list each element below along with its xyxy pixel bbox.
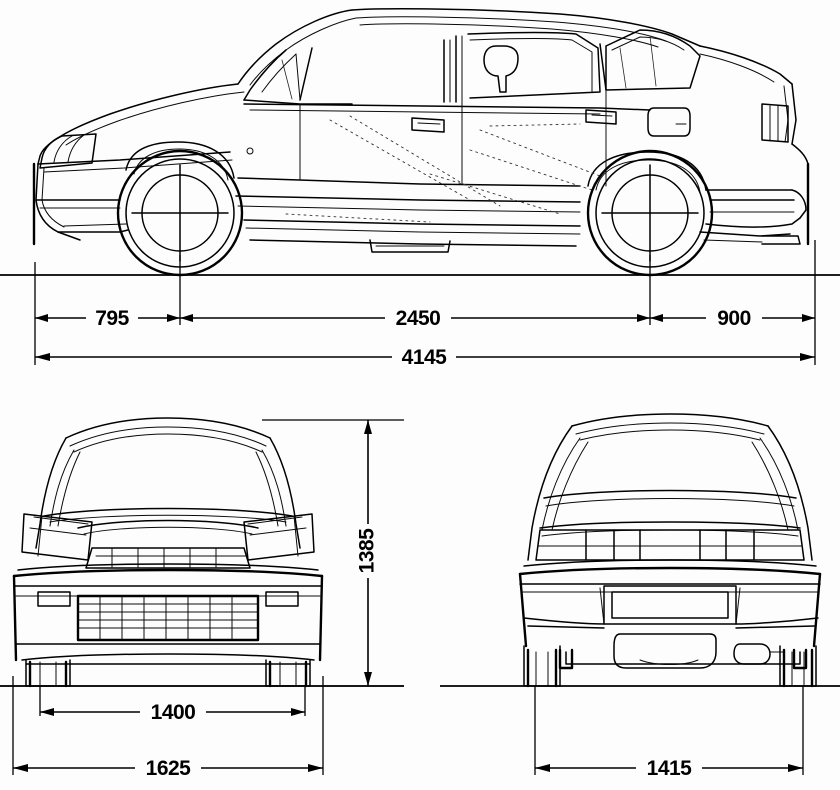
dimension-rear-overhang: 900	[717, 307, 751, 330]
rear-elevation-view	[518, 413, 822, 688]
dimension-rear-track: 1415	[647, 757, 693, 780]
lower-view-dimensions: 1385 1400 1625 1415	[0, 419, 840, 782]
dimension-overall-length: 4145	[402, 346, 448, 369]
dimension-front-track: 1400	[151, 701, 196, 724]
dimension-overall-width: 1625	[146, 757, 192, 780]
dimension-front-overhang: 795	[95, 307, 129, 330]
side-view-dimensions: 795 2450 900 4145	[0, 240, 840, 371]
side-elevation-view	[32, 8, 810, 277]
dimension-wheelbase: 2450	[396, 307, 441, 330]
dimension-overall-height: 1385	[356, 528, 379, 574]
front-elevation-view	[12, 417, 324, 688]
